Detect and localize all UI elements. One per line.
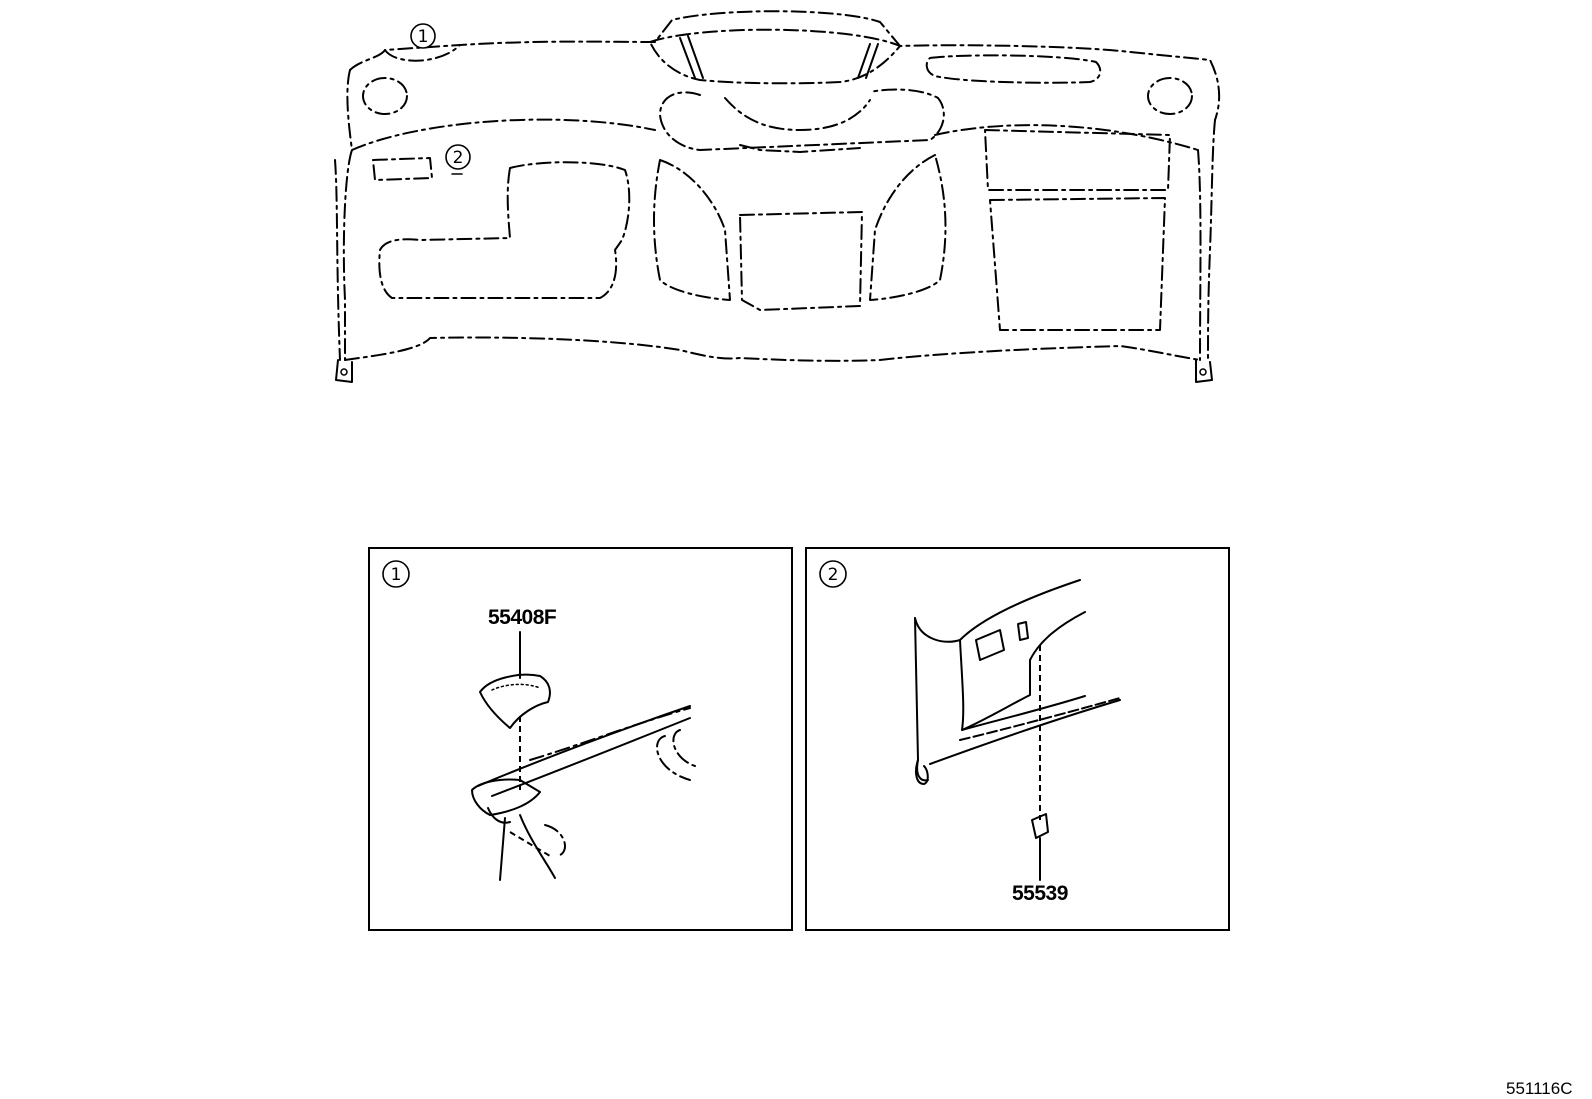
detail-frame-2: [805, 547, 1230, 931]
part-number-55539[interactable]: 55539: [1012, 882, 1068, 905]
cap-part-icon: [479, 673, 551, 729]
clip-part-icon: [1031, 813, 1049, 839]
svg-text:1: 1: [418, 27, 429, 47]
overview-callout-2[interactable]: 2: [445, 144, 471, 170]
svg-text:1: 1: [391, 565, 402, 585]
detail-1-callout[interactable]: 1: [382, 560, 410, 588]
illustration-code: 551116C: [1506, 1079, 1572, 1098]
svg-text:2: 2: [828, 565, 839, 585]
part-number-55408F[interactable]: 55408F: [488, 606, 557, 629]
detail-panel-2: 2 55539: [805, 547, 1230, 931]
detail-frame-1: [368, 547, 793, 931]
detail-panel-1: 1 55408F: [368, 547, 793, 931]
instrument-panel-overview: 1 2: [334, 10, 1221, 383]
overview-callout-1[interactable]: 1: [410, 23, 436, 49]
svg-text:2: 2: [453, 148, 464, 168]
detail-2-callout[interactable]: 2: [819, 560, 847, 588]
